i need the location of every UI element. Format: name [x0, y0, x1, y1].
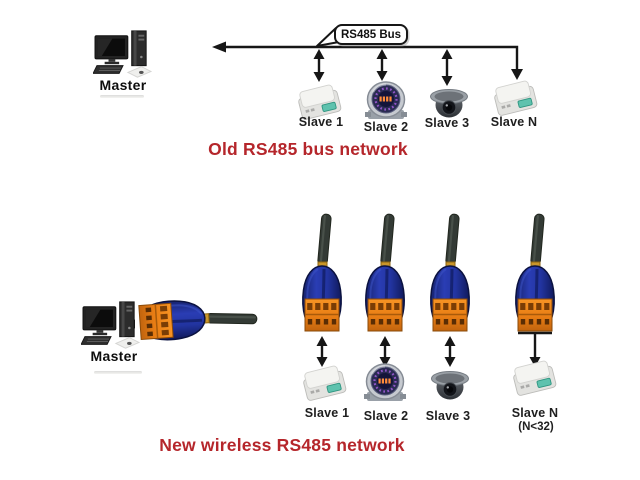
- new-network-caption: New wireless RS485 network: [159, 435, 405, 455]
- rs485-bus-label: RS485 Bus: [341, 28, 402, 41]
- bottom-slave-3-label: Slave 3: [425, 409, 471, 423]
- scale-icon: [298, 363, 352, 403]
- slave-n-count-note: (N<32): [518, 421, 554, 433]
- dome-camera-icon: [427, 370, 473, 402]
- bus-left-arrowhead: [212, 41, 226, 53]
- wireless-adapter-master-icon: [133, 285, 261, 352]
- master-shadow: [100, 95, 144, 98]
- wireless-adapter-icon: [357, 213, 413, 335]
- top-slave-n-label: Slave N: [490, 115, 538, 129]
- top-master-label: Master: [99, 77, 147, 93]
- scale-icon: [489, 78, 543, 118]
- top-slave-2-label: Slave 2: [363, 120, 409, 134]
- rs485-bus-callout: RS485 Bus: [334, 24, 409, 45]
- bottom-master-computer-icon: [81, 299, 141, 355]
- meter-icon: [360, 362, 410, 406]
- top-slave-1-label: Slave 1: [298, 115, 344, 129]
- wireless-adapter-icon: [422, 213, 478, 335]
- rs485-bus-line: [222, 45, 519, 70]
- bottom-master-label: Master: [90, 348, 138, 364]
- bus-slaveN-arrowhead: [511, 69, 523, 80]
- top-slave-3-label: Slave 3: [424, 116, 470, 130]
- wireless-adapter-icon: [507, 213, 563, 335]
- meter-icon: [361, 80, 411, 124]
- bottom-link-arrows: [320, 331, 552, 359]
- old-network-caption: Old RS485 bus network: [208, 139, 408, 159]
- bottom-slave-1-label: Slave 1: [304, 406, 350, 420]
- bottom-slave-n-label: Slave N: [511, 406, 559, 420]
- bottom-slave-2-label: Slave 2: [363, 409, 409, 423]
- top-master-computer-icon: [93, 28, 153, 84]
- master-shadow: [94, 371, 142, 374]
- scale-icon: [508, 358, 562, 398]
- wireless-adapter-icon: [294, 213, 350, 335]
